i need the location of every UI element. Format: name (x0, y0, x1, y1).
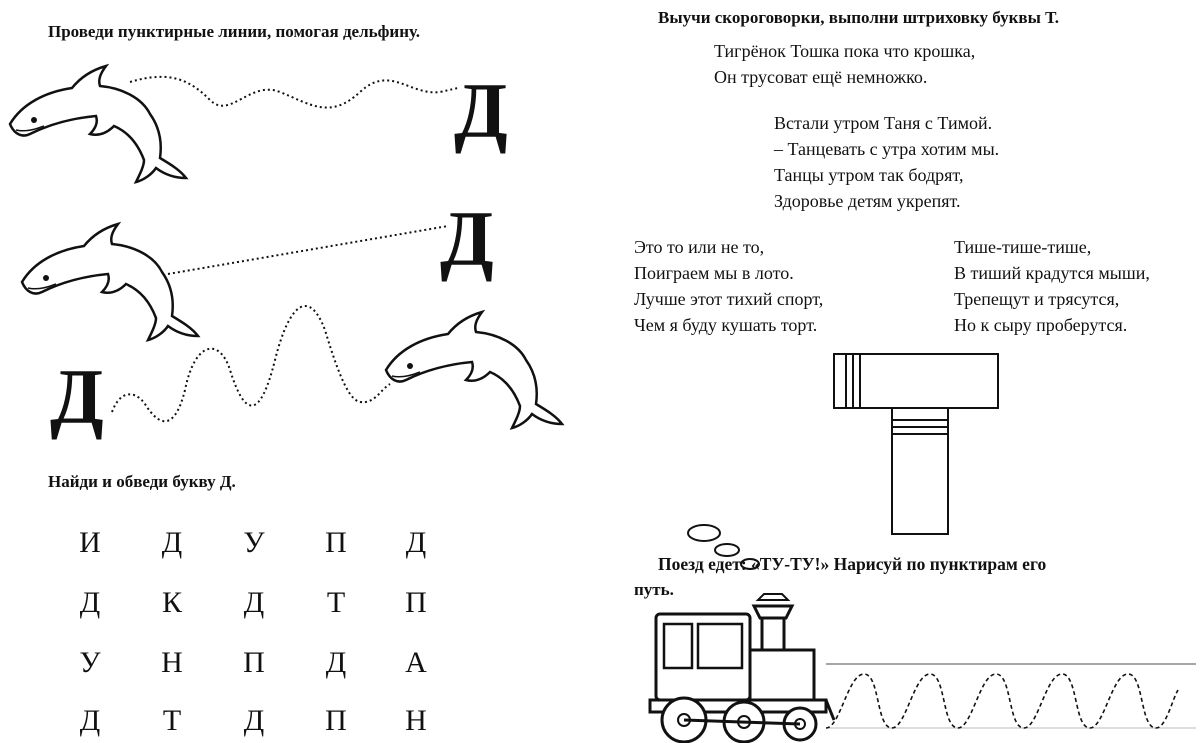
grid-letter[interactable]: Т (162, 704, 182, 737)
target-letter-2: Д (440, 195, 494, 282)
grid-letter[interactable]: А (405, 646, 427, 679)
dolphin-task-heading: Проведи пунктирные линии, помогая дельфи… (48, 22, 421, 41)
poem-line: Лучше этот тихий спорт, (634, 289, 824, 309)
poem-line: Он трусоват ещё немножко. (714, 67, 928, 87)
grid-letter[interactable]: К (161, 586, 182, 619)
grid-letter[interactable]: Д (325, 646, 347, 679)
poem-line: Чем я буду кушать торт. (634, 315, 818, 335)
poem-line: Тише-тише-тише, (954, 237, 1092, 257)
poem-tanya-tima: Встали утром Таня с Тимой. – Танцевать с… (774, 110, 999, 214)
poem-line: – Танцевать с утра хотим мы. (774, 139, 1000, 159)
dotted-path-2[interactable] (167, 225, 449, 275)
smoke-puff (714, 543, 740, 557)
grid-letter[interactable]: П (243, 646, 265, 679)
grid-letter[interactable]: Д (79, 704, 101, 737)
grid-letter[interactable]: Н (405, 704, 427, 737)
grid-letter[interactable]: Д (243, 704, 265, 737)
smoke-puff (740, 558, 760, 570)
grid-letter[interactable]: Д (161, 526, 183, 559)
poem-line: Здоровье детям укрепят. (774, 191, 961, 211)
poem-tigrenok: Тигрёнок Тошка пока что крошка, Он трусо… (714, 38, 975, 90)
grid-letter[interactable]: П (325, 526, 347, 559)
poem-myshi: Тише-тише-тише, В тиший крадутся мыши, Т… (954, 234, 1150, 338)
dotted-track-path[interactable] (825, 673, 1179, 729)
poem-line: Поиграем мы в лото. (634, 263, 794, 283)
grid-letter[interactable]: Д (405, 526, 427, 559)
poem-line: Трепещут и трясутся, (954, 289, 1120, 309)
grid-letter[interactable]: П (325, 704, 347, 737)
target-letter-3: Д (50, 353, 104, 440)
poem-line: В тиший крадутся мыши, (954, 263, 1150, 283)
target-letter-1: Д (454, 67, 508, 154)
grid-letter[interactable]: Д (243, 586, 265, 619)
poem-loto: Это то или не то, Поиграем мы в лото. Лу… (634, 234, 823, 338)
train-task-heading-line2: путь. (634, 580, 674, 599)
grid-task-heading: Найди и обведи букву Д. (48, 472, 236, 491)
grid-letter[interactable]: И (79, 526, 101, 559)
poem-line: Танцы утром так бодрят, (774, 165, 964, 185)
poem-line: Встали утром Таня с Тимой. (774, 113, 993, 133)
smoke-puff (687, 524, 721, 542)
locomotive-icon (648, 593, 836, 743)
grid-letter[interactable]: У (79, 646, 101, 679)
grid-letter[interactable]: Н (161, 646, 183, 679)
dotted-path-3[interactable] (111, 305, 391, 422)
poem-line: Это то или не то, (634, 237, 765, 257)
tongue-twisters-heading: Выучи скороговорки, выполни штриховку бу… (658, 8, 1060, 27)
grid-letter[interactable]: Д (79, 586, 101, 619)
grid-letter[interactable]: У (243, 526, 265, 559)
grid-letter[interactable]: П (405, 586, 427, 619)
poem-line: Тигрёнок Тошка пока что крошка, (714, 41, 976, 61)
grid-letter[interactable]: Т (326, 586, 346, 619)
poem-line: Но к сыру проберутся. (954, 315, 1128, 335)
